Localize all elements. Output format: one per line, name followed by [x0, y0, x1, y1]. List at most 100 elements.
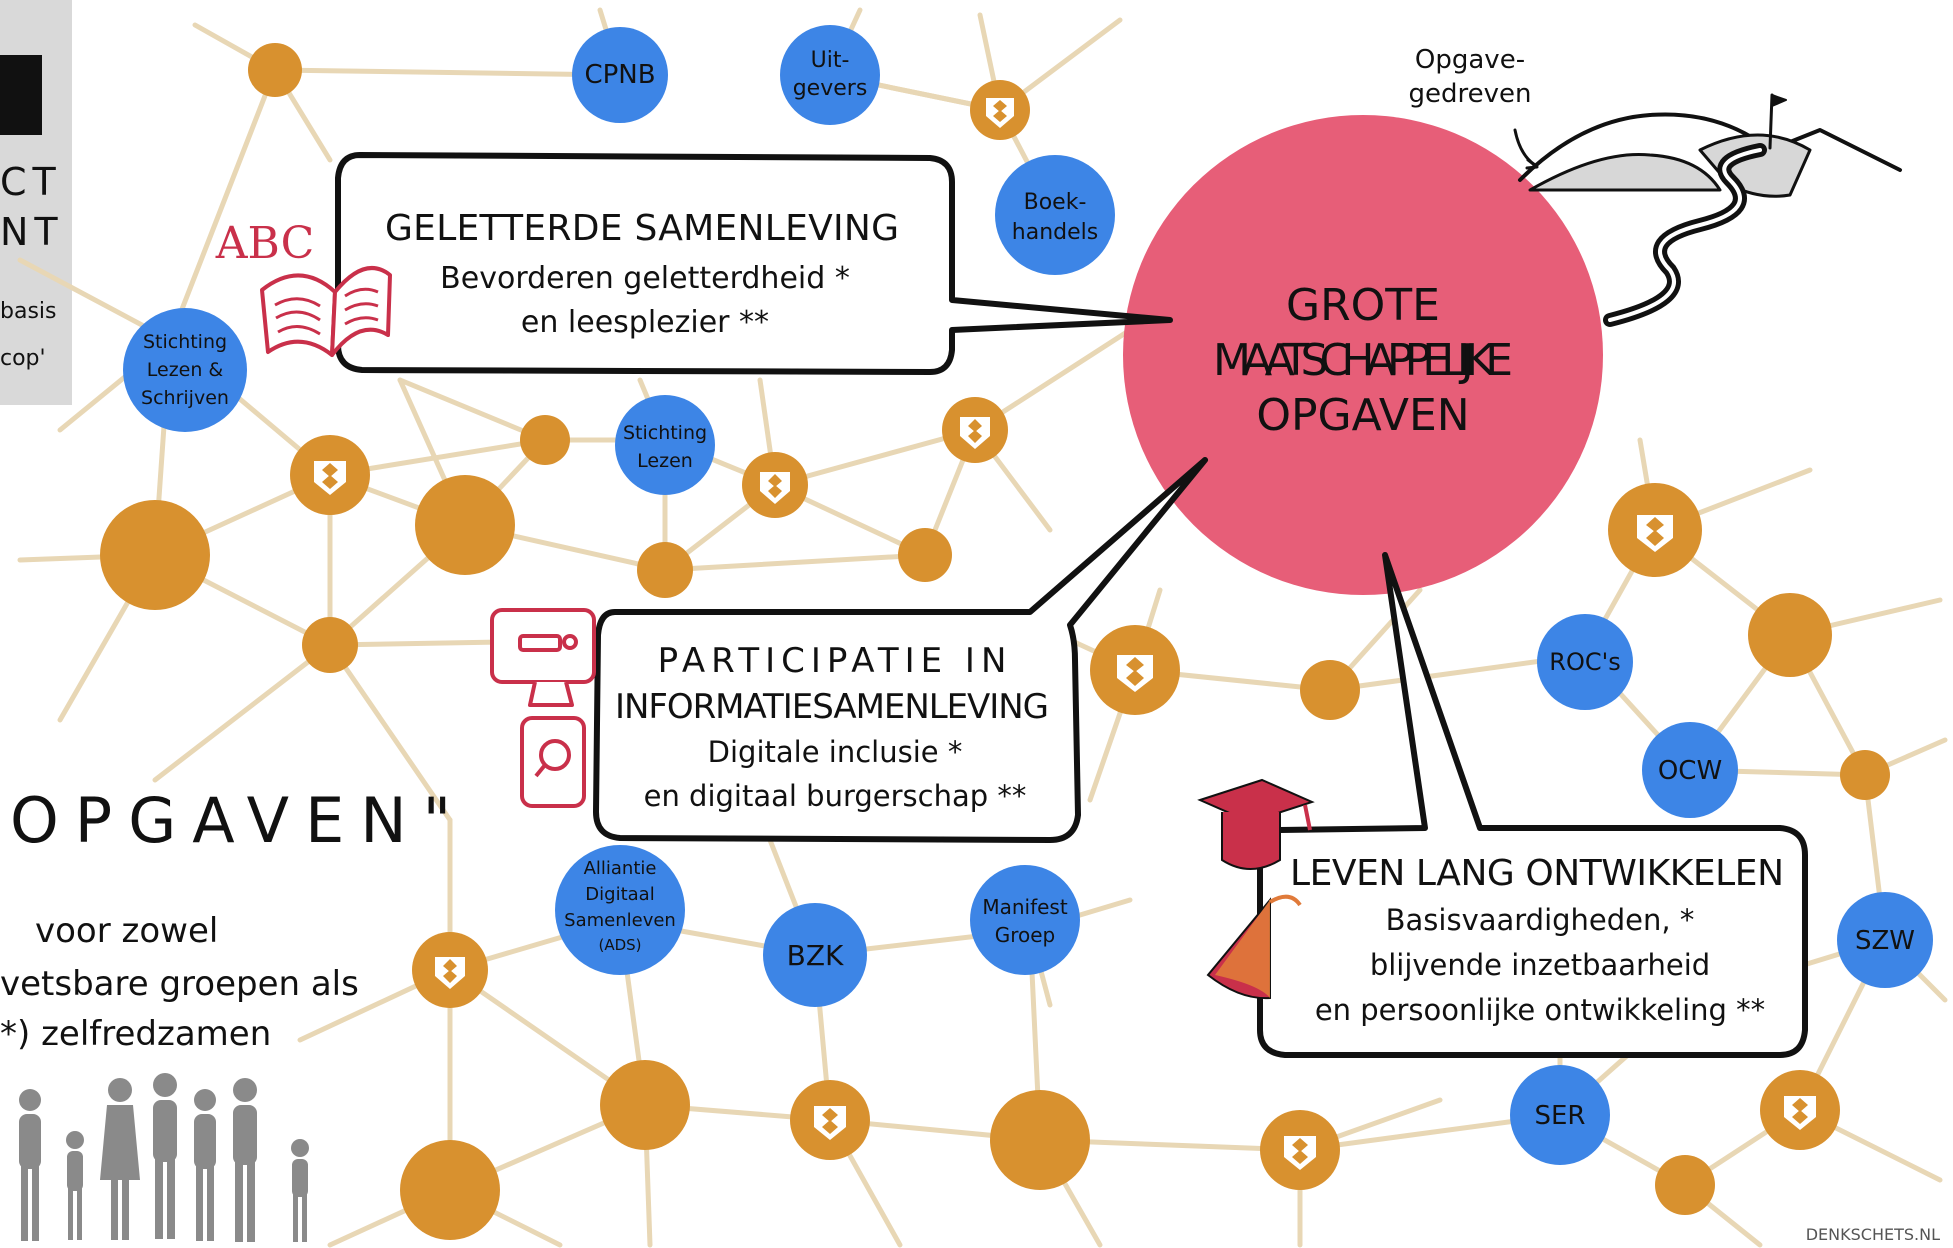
- bubble-line: en persoonlijke ontwikkeling **: [1315, 993, 1765, 1027]
- bubble-line: en leesplezier **: [521, 305, 769, 340]
- svg-text:Lezen: Lezen: [637, 450, 693, 472]
- municipality-icon: [790, 1080, 870, 1160]
- municipality-icon: [290, 435, 370, 515]
- bubble-title: INFORMATIESAMENLEVING: [615, 687, 1055, 727]
- bubble-leven-lang-ontwikkelen: LEVEN LANG ONTWIKKELEN Basisvaardigheden…: [1257, 552, 1808, 1058]
- mountain-label-1: Opgave-: [1415, 45, 1525, 75]
- org-node-cpnb: CPNB: [572, 27, 668, 123]
- network-node: [1300, 660, 1360, 720]
- org-node-uitgevers: Uit- gevers: [780, 25, 880, 125]
- book-icon: [260, 266, 392, 357]
- org-node-ocw: OCW: [1642, 722, 1738, 818]
- municipality-icon: [942, 397, 1008, 463]
- left-panel-content: CT NT basis cop': [0, 55, 64, 371]
- org-node-bzk: BZK: [763, 903, 867, 1007]
- bubble-title: PARTICIPATIE IN: [658, 641, 1013, 681]
- central-circle: GROTE MAATSCHAPPELIJKE OPGAVEN: [1123, 115, 1603, 595]
- svg-text:Alliantie: Alliantie: [584, 858, 657, 879]
- network-node: [1840, 750, 1890, 800]
- opgaven-text-1: voor zowel: [35, 911, 218, 951]
- orange-nodes: [100, 43, 1890, 1240]
- organization-nodes: CPNB Uit- gevers Boek- handels Stichting…: [123, 25, 1933, 1165]
- svg-text:Stichting: Stichting: [623, 422, 707, 444]
- svg-text:SER: SER: [1535, 1101, 1586, 1131]
- icon-nodes: [290, 80, 1840, 1190]
- left-panel-line-4: cop': [0, 346, 46, 371]
- center-line-3: OPGAVEN: [1256, 390, 1469, 441]
- bubble-participatie: PARTICIPATIE IN INFORMATIESAMENLEVING Di…: [593, 457, 1208, 843]
- people-group-icon: [19, 1073, 309, 1242]
- svg-text:handels: handels: [1012, 220, 1098, 245]
- svg-text:BZK: BZK: [787, 939, 844, 972]
- bubble-geletterde-samenleving: GELETTERDE SAMENLEVING Bevorderen gelett…: [335, 152, 1173, 375]
- svg-text:Stichting: Stichting: [143, 331, 227, 353]
- municipality-icon: [412, 932, 488, 1008]
- bubble-line: blijvende inzetbaarheid: [1370, 948, 1710, 982]
- network-node: [100, 500, 210, 610]
- svg-text:Digitaal: Digitaal: [585, 884, 654, 905]
- mountain-label-2: gedreven: [1409, 79, 1532, 109]
- municipality-icon: [1608, 483, 1702, 577]
- mountain-icon: [1513, 93, 1902, 327]
- svg-text:SZW: SZW: [1855, 926, 1915, 956]
- svg-text:gevers: gevers: [793, 76, 868, 101]
- party-cone-icon: [1206, 894, 1302, 1000]
- network-node: [1748, 593, 1832, 677]
- svg-text:Groep: Groep: [995, 923, 1056, 947]
- svg-text:(ADS): (ADS): [598, 936, 641, 954]
- left-panel-line-2: NT: [0, 210, 64, 254]
- svg-text:Boek-: Boek-: [1024, 190, 1087, 215]
- opgaven-text-2: vetsbare groepen als: [0, 964, 359, 1004]
- network-node: [248, 43, 302, 97]
- org-node-boekhandels: Boek- handels: [995, 155, 1115, 275]
- municipality-icon: [1090, 625, 1180, 715]
- svg-text:Lezen &: Lezen &: [147, 359, 224, 381]
- svg-text:CPNB: CPNB: [584, 60, 655, 90]
- municipality-icon: [1260, 1110, 1340, 1190]
- center-line-2: MAATSCHAPPELIJKE: [1213, 335, 1513, 386]
- computer-icon: [490, 608, 596, 707]
- svg-text:OCW: OCW: [1658, 756, 1722, 786]
- org-node-manifest-groep: Manifest Groep: [970, 865, 1080, 975]
- network-node: [400, 1140, 500, 1240]
- svg-text:ROC's: ROC's: [1549, 648, 1620, 676]
- bubble-line: Digitale inclusie *: [708, 735, 963, 769]
- opgaven-text-3: *) zelfredzamen: [0, 1014, 271, 1054]
- municipality-icon: [1760, 1070, 1840, 1150]
- bubble-line: Basisvaardigheden, *: [1386, 903, 1695, 937]
- network-node: [1655, 1155, 1715, 1215]
- network-node: [898, 528, 952, 582]
- org-node-stichting-lezen-schrijven: Stichting Lezen & Schrijven: [123, 308, 247, 432]
- svg-text:Samenleven: Samenleven: [564, 910, 676, 931]
- municipality-icon: [742, 452, 808, 518]
- center-line-1: GROTE: [1286, 280, 1440, 331]
- bubble-line: Bevorderen geletterdheid *: [440, 261, 850, 296]
- phone-icon: [520, 716, 586, 808]
- network-node: [600, 1060, 690, 1150]
- graduation-cap-icon: [1197, 778, 1315, 870]
- svg-text:Manifest: Manifest: [982, 895, 1068, 919]
- org-node-rocs: ROC's: [1537, 614, 1633, 710]
- bubble-title: LEVEN LANG ONTWIKKELEN: [1290, 853, 1790, 894]
- org-node-ads: Alliantie Digitaal Samenleven (ADS): [555, 845, 685, 975]
- svg-text:Schrijven: Schrijven: [141, 387, 229, 409]
- credit-label: DENKSCHETS.NL: [1806, 1225, 1940, 1244]
- network-node: [415, 475, 515, 575]
- network-node: [990, 1090, 1090, 1190]
- bubble-title: GELETTERDE SAMENLEVING: [385, 208, 905, 249]
- network-node: [520, 415, 570, 465]
- municipality-icon: [970, 80, 1030, 140]
- abc-label: ABC: [215, 218, 315, 269]
- left-panel-dark-shape: [0, 55, 42, 135]
- opgaven-heading: OPGAVEN": [10, 784, 467, 857]
- left-panel-line-3: basis: [0, 299, 56, 324]
- svg-text:Uit-: Uit-: [811, 48, 850, 73]
- left-panel-line-1: CT: [0, 160, 62, 204]
- org-node-stichting-lezen: Stichting Lezen: [615, 395, 715, 495]
- org-node-szw: SZW: [1837, 892, 1933, 988]
- org-node-ser: SER: [1510, 1065, 1610, 1165]
- network-node: [302, 617, 358, 673]
- bubble-line: en digitaal burgerschap **: [644, 779, 1027, 813]
- network-node: [637, 542, 693, 598]
